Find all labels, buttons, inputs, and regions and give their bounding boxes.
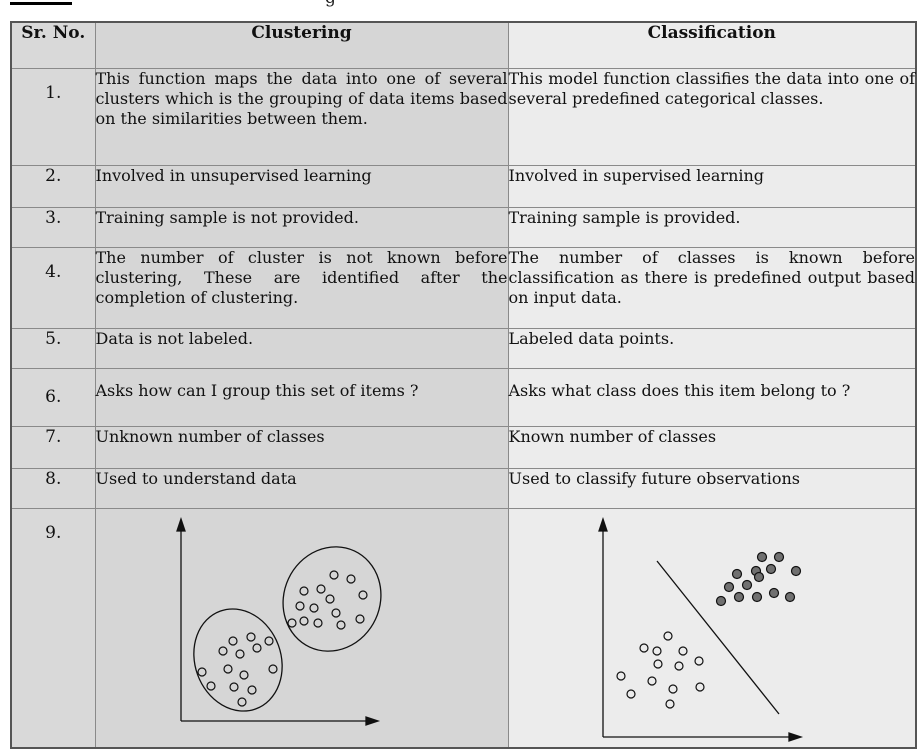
classification-cell: Training sample is provided.	[507, 206, 917, 248]
table-row: 9.	[10, 507, 917, 749]
table-row: 6. Asks how can I group this set of item…	[10, 367, 917, 427]
classification-cell: This model function classifies the data …	[507, 67, 917, 166]
heading-title-fragment: g	[325, 0, 336, 8]
table-row: 1. This function maps the data into one …	[10, 67, 917, 166]
header-classification: Classification	[507, 21, 917, 69]
row-number: 3.	[10, 206, 96, 248]
classification-cell: Labeled data points.	[507, 327, 917, 369]
clustering-cell: This function maps the data into one of …	[94, 67, 509, 166]
cluster-ellipse-right	[281, 545, 382, 652]
clustering-diagram	[175, 516, 382, 726]
decision-boundary-line	[655, 560, 780, 714]
table-row: 3. Training sample is not provided. Trai…	[10, 206, 917, 248]
table-row: 4. The number of cluster is not known be…	[10, 246, 917, 329]
clustering-cell: Involved in unsupervised learning	[94, 164, 509, 208]
classification-diagram	[597, 516, 803, 742]
table-header-row: Sr. No. Clustering Classification	[10, 21, 917, 69]
table-row: 5. Data is not labeled. Labeled data poi…	[10, 327, 917, 369]
classification-cell: Involved in supervised learning	[507, 164, 917, 208]
classification-cell: Used to classify future observations	[507, 467, 917, 509]
table-row: 8. Used to understand data Used to class…	[10, 467, 917, 509]
clustering-cell: Data is not labeled.	[94, 327, 509, 369]
y-axis-arrowhead	[597, 516, 608, 532]
row-number: 8.	[10, 467, 96, 509]
row-number: 2.	[10, 164, 96, 208]
classification-cell: Known number of classes	[507, 425, 917, 469]
row-number-text: 1.	[45, 82, 62, 103]
cut-off-heading: g	[0, 0, 923, 8]
row-number: 1.	[10, 67, 96, 166]
table-row: 7. Unknown number of classes Known numbe…	[10, 425, 917, 469]
row-number: 5.	[10, 327, 96, 369]
classification-cell: The number of classes is known before cl…	[507, 246, 917, 329]
class-a-points	[615, 630, 705, 709]
row-number-text: 9.	[45, 522, 62, 543]
header-clustering: Clustering	[94, 21, 509, 69]
row-number: 9.	[10, 507, 96, 749]
clustering-cell: Training sample is not provided.	[94, 206, 509, 248]
clustering-cell: Asks how can I group this set of items ?	[94, 367, 509, 427]
cluster-points	[196, 569, 368, 707]
table-row: 2. Involved in unsupervised learning Inv…	[10, 164, 917, 208]
comparison-table: Sr. No. Clustering Classification 1. Thi…	[10, 21, 917, 749]
y-axis-arrowhead	[175, 516, 186, 532]
clustering-cell: The number of cluster is not known befor…	[94, 246, 509, 329]
row-number: 7.	[10, 425, 96, 469]
row-number-text: 4.	[45, 261, 62, 282]
clustering-diagram-cell	[94, 507, 509, 749]
row-number: 6.	[10, 367, 96, 427]
header-sr-no: Sr. No.	[10, 21, 96, 69]
classification-cell: Asks what class does this item belong to…	[507, 367, 917, 427]
clustering-cell: Used to understand data	[94, 467, 509, 509]
heading-underline-bar	[10, 2, 72, 5]
x-axis-arrowhead	[787, 731, 803, 742]
row-number: 4.	[10, 246, 96, 329]
cluster-ellipse-left	[192, 607, 283, 712]
class-b-points	[715, 551, 801, 606]
row-number-text: 6.	[45, 386, 62, 407]
x-axis-arrowhead	[364, 715, 380, 726]
clustering-cell: Unknown number of classes	[94, 425, 509, 469]
classification-diagram-cell	[507, 507, 917, 749]
